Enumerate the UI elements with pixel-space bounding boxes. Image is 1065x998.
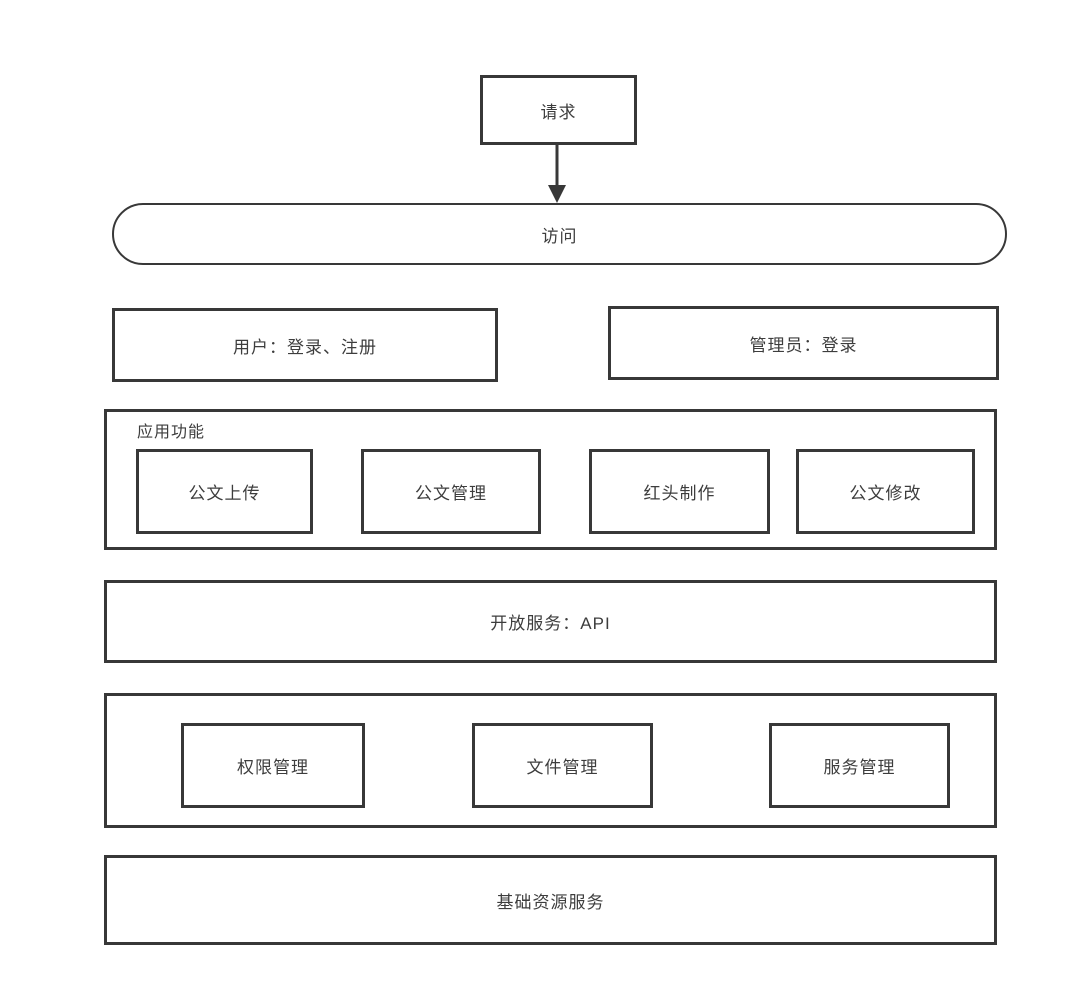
file-management-node: 文件管理 [472,723,653,808]
doc-modify-node-label: 公文修改 [849,484,922,503]
management-services-container: 权限管理 文件管理 服务管理 [104,693,997,828]
request-node: 请求 [480,75,637,145]
user-login-node-label: 用户：登录、注册 [233,337,377,357]
doc-upload-node-label: 公文上传 [188,484,261,503]
app-functions-container-label: 应用功能 [137,424,206,441]
access-node: 访问 [112,203,1007,265]
doc-upload-node: 公文上传 [136,449,313,534]
down-arrow-icon [548,145,566,203]
base-resource-service-node: 基础资源服务 [104,855,997,945]
user-login-node: 用户：登录、注册 [112,308,498,382]
permission-management-node: 权限管理 [181,723,365,808]
base-resource-service-node-label: 基础资源服务 [496,892,605,912]
open-service-api-node-label: 开放服务：API [490,614,611,633]
doc-management-node-label: 公文管理 [415,484,487,503]
service-management-node: 服务管理 [769,723,950,808]
permission-management-node-label: 权限管理 [237,758,309,777]
open-service-api-node: 开放服务：API [104,580,997,663]
admin-login-node: 管理员：登录 [608,306,999,380]
red-header-making-node: 红头制作 [589,449,770,534]
red-header-making-node-label: 红头制作 [643,484,716,503]
app-functions-container: 应用功能 公文上传 公文管理 红头制作 公文修改 [104,409,997,550]
file-management-node-label: 文件管理 [526,758,599,777]
request-node-label: 请求 [540,102,577,122]
admin-login-node-label: 管理员：登录 [749,335,858,355]
access-node-label: 访问 [541,226,578,246]
doc-management-node: 公文管理 [361,449,541,534]
doc-modify-node: 公文修改 [796,449,975,534]
service-management-node-label: 服务管理 [823,758,896,777]
